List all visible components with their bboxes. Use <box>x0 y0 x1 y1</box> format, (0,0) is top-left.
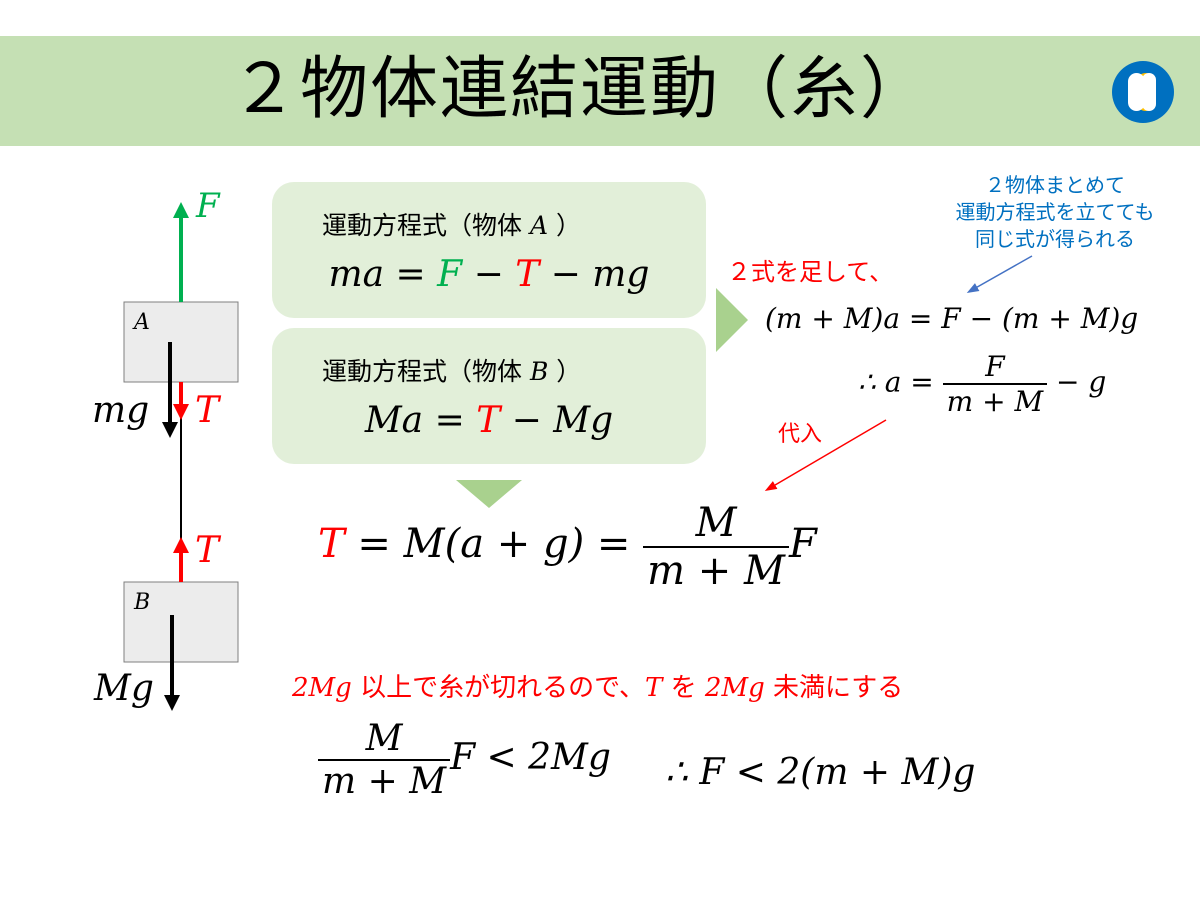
block-a-label: A <box>134 310 150 335</box>
substitute-arrow <box>764 419 887 492</box>
logo-icon <box>1112 61 1174 123</box>
logo-pill-white <box>1128 73 1145 111</box>
block-b-label: B <box>134 590 151 615</box>
block-a <box>123 301 239 383</box>
force-mg-label: mg <box>92 390 150 431</box>
break-condition: 2Mg 以上で糸が切れるので、T を 2Mg 未満にする <box>292 673 904 703</box>
slide-title: ２物体連結運動（糸） <box>229 50 930 129</box>
title-band <box>0 36 1200 146</box>
panel-a-equation: ma = F − T − mg <box>328 254 650 295</box>
blue-note: ２物体まとめて 運動方程式を立てても 同じ式が得られる <box>920 172 1190 253</box>
panel-a-label: 運動方程式（物体 A ） <box>322 211 581 240</box>
tension-top-label: T <box>195 390 220 431</box>
panel-b-label: 運動方程式（物体 B ） <box>322 357 582 386</box>
block-b <box>123 581 239 663</box>
force-f-label: F <box>196 186 220 226</box>
blue-note-line: ２物体まとめて <box>985 173 1125 197</box>
tension-bottom-label: T <box>195 530 220 571</box>
panel-eq-a: 運動方程式（物体 A ） ma = F − T − mg <box>272 182 706 318</box>
add-note: ２式を足して、 <box>727 258 894 286</box>
blue-note-arrow <box>966 255 1033 293</box>
substitute-label: 代入 <box>778 422 823 447</box>
right-arrow-icon <box>716 288 748 352</box>
down-arrow-icon <box>456 480 522 508</box>
inequality-result: ∴ F < 2(m + M)g <box>665 752 976 793</box>
sum-equation: (m + M)a = F − (m + M)g <box>765 302 1139 335</box>
blue-note-line: 運動方程式を立てても <box>955 200 1155 224</box>
panel-eq-b: 運動方程式（物体 B ） Ma = T − Mg <box>272 328 706 464</box>
blue-note-line: 同じ式が得られる <box>975 227 1135 251</box>
logo-pill-white-2 <box>1142 73 1156 111</box>
force-Mg-label: Mg <box>94 668 154 709</box>
panel-b-equation: Ma = T − Mg <box>364 400 614 441</box>
